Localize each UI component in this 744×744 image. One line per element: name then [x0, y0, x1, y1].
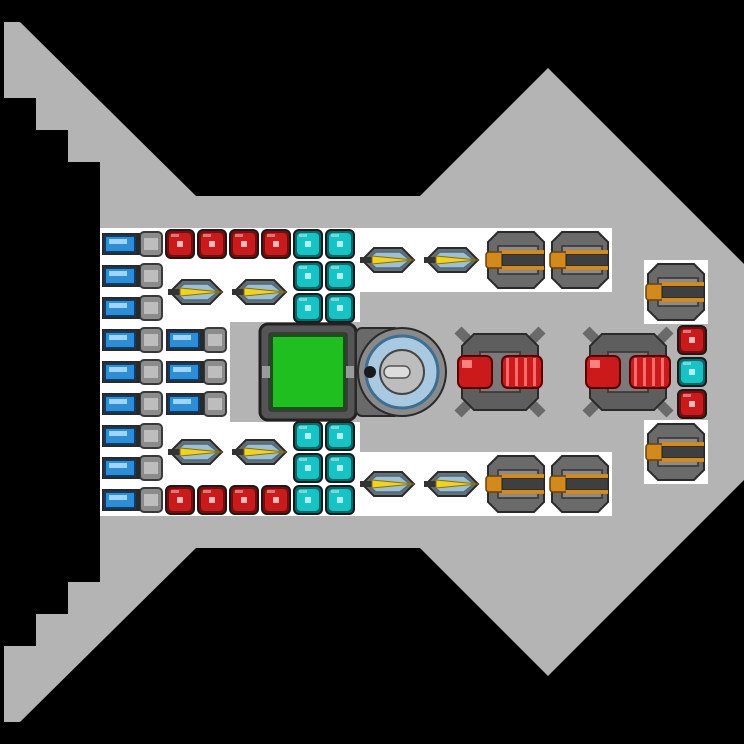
cannon-turret: [485, 231, 545, 289]
shield-cell: [325, 261, 355, 291]
thruster: [166, 359, 227, 385]
shield-cell: [325, 421, 355, 451]
power-cell: [197, 229, 227, 259]
thruster: [166, 327, 227, 353]
power-cell: [197, 485, 227, 515]
thruster: [102, 263, 163, 289]
shield-cell: [325, 453, 355, 483]
shield-cell: [293, 293, 323, 323]
cannon-turret: [549, 455, 609, 513]
shield-cell: [293, 485, 323, 515]
cannon-turret: [645, 263, 705, 321]
power-cell: [165, 229, 195, 259]
shield-generator: [355, 327, 447, 417]
power-cell: [229, 229, 259, 259]
thruster: [102, 423, 163, 449]
cannon-turret: [485, 455, 545, 513]
laser-turret: [232, 279, 288, 305]
cannon-turret: [549, 231, 609, 289]
power-cell: [677, 325, 707, 355]
thruster: [102, 455, 163, 481]
thruster: [166, 391, 227, 417]
thruster: [102, 487, 163, 513]
missile-launcher: [454, 326, 546, 418]
thruster: [102, 295, 163, 321]
shield-cell: [325, 229, 355, 259]
cannon-turret: [645, 423, 705, 481]
command-core: [258, 322, 358, 422]
thruster: [102, 327, 163, 353]
laser-turret: [360, 247, 416, 273]
power-cell: [261, 485, 291, 515]
missile-launcher: [582, 326, 674, 418]
power-cell: [229, 485, 259, 515]
laser-turret: [424, 247, 480, 273]
laser-turret: [168, 279, 224, 305]
shield-cell: [293, 229, 323, 259]
shield-cell: [293, 453, 323, 483]
power-cell: [165, 485, 195, 515]
power-cell: [261, 229, 291, 259]
shield-cell: [677, 357, 707, 387]
laser-turret: [168, 439, 224, 465]
shield-cell: [293, 261, 323, 291]
laser-turret: [424, 471, 480, 497]
power-cell: [677, 389, 707, 419]
shield-cell: [325, 293, 355, 323]
laser-turret: [232, 439, 288, 465]
laser-turret: [360, 471, 416, 497]
ship-modules: [102, 229, 707, 515]
thruster: [102, 359, 163, 385]
thruster: [102, 391, 163, 417]
shield-cell: [293, 421, 323, 451]
shield-cell: [325, 485, 355, 515]
thruster: [102, 231, 163, 257]
